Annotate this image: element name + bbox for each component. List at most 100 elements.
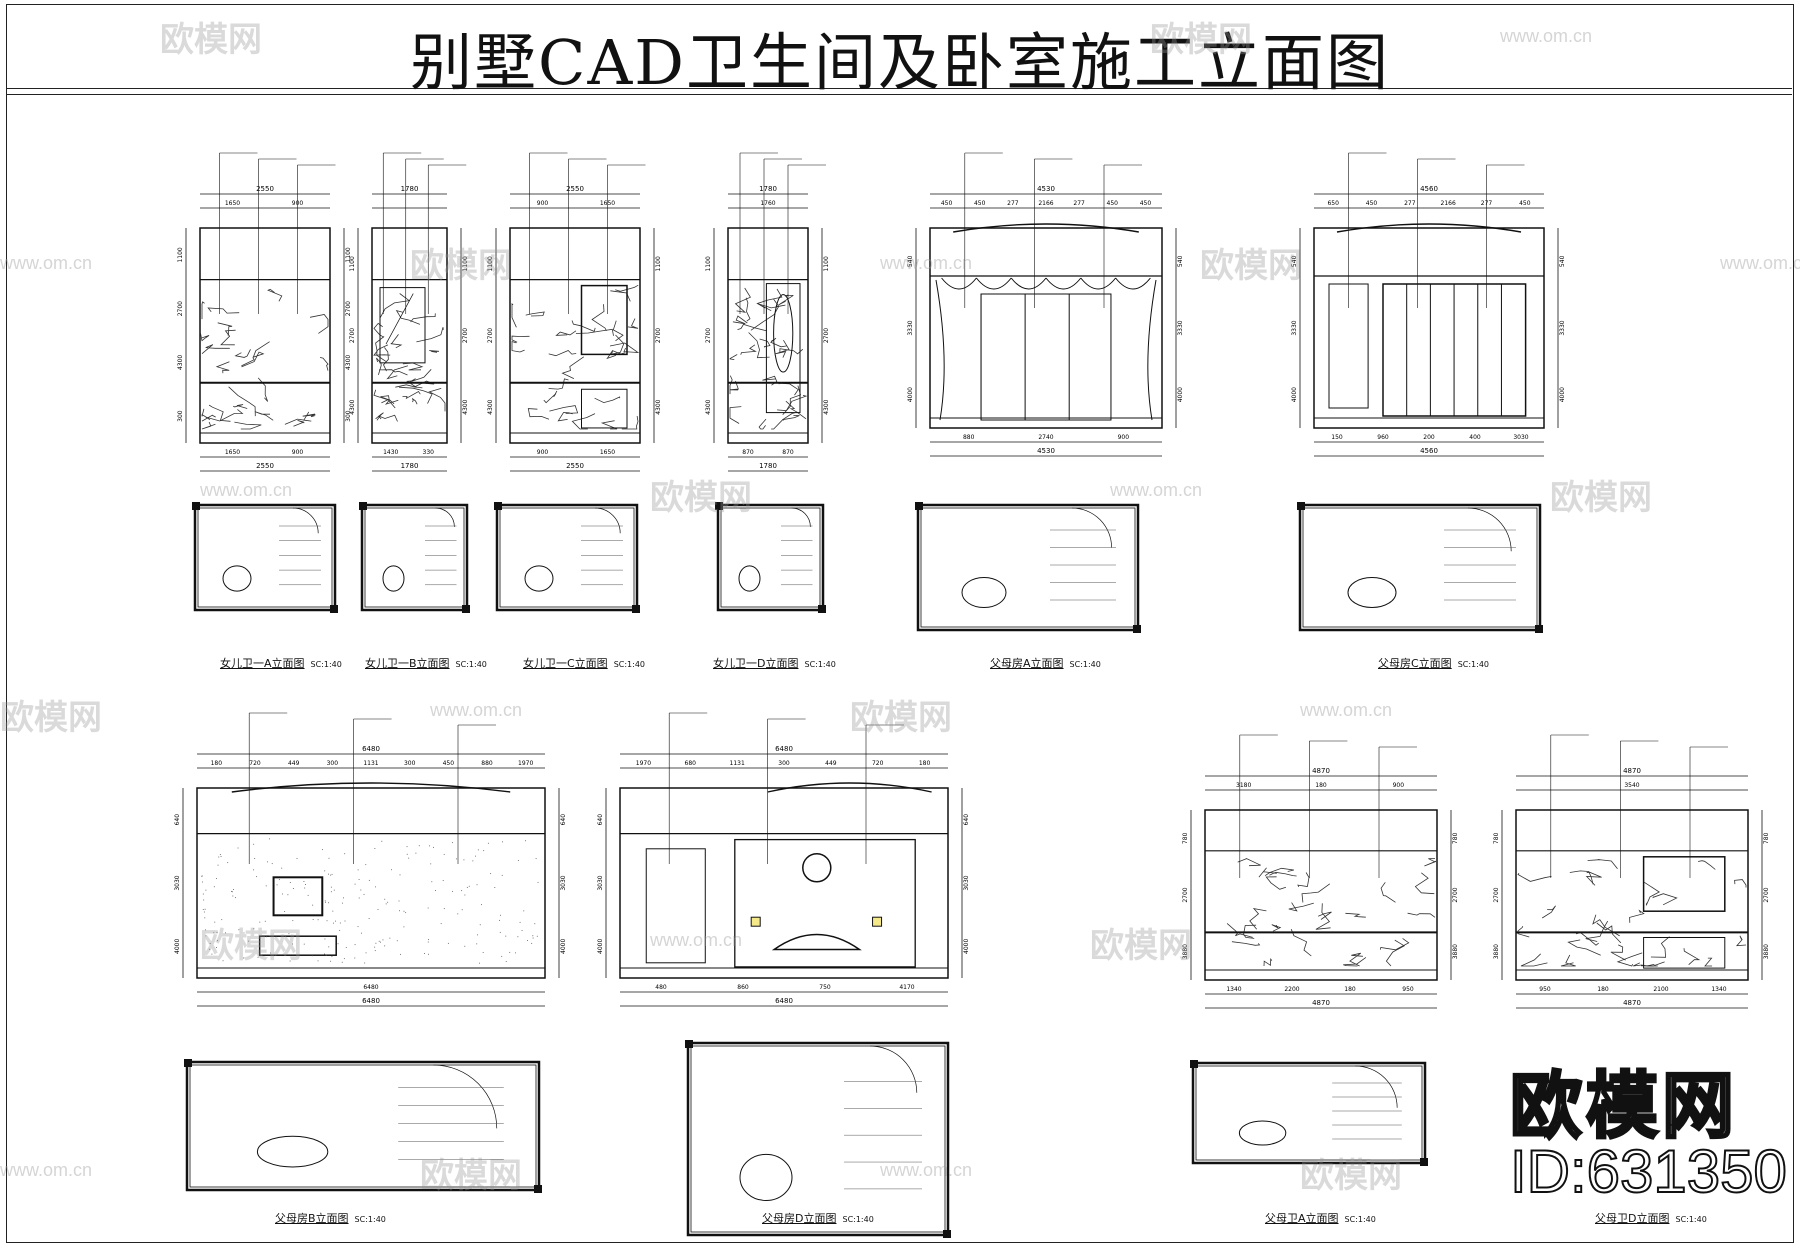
wall-texture xyxy=(343,958,345,960)
marble-vein xyxy=(383,347,389,372)
wall-texture xyxy=(377,908,379,910)
marble-vein xyxy=(1301,883,1331,903)
wall-texture xyxy=(440,923,442,925)
marble-vein xyxy=(257,377,269,402)
marble-vein xyxy=(416,327,444,343)
marble-vein xyxy=(1520,953,1548,967)
dimension-text: 180 xyxy=(919,760,931,767)
fixture xyxy=(961,577,1007,608)
dimension-text: 300 xyxy=(327,760,339,767)
wall-texture xyxy=(452,890,454,892)
wall-texture xyxy=(304,883,306,885)
wall-texture xyxy=(339,922,341,924)
logo-id-text: ID:631350 xyxy=(1509,1137,1788,1206)
wall-texture xyxy=(487,842,489,844)
wall-texture xyxy=(243,957,245,959)
wall-texture xyxy=(328,902,330,904)
marble-vein xyxy=(410,313,436,323)
wall-texture xyxy=(374,950,376,952)
marble-vein xyxy=(748,332,770,359)
fixture xyxy=(1238,1120,1287,1146)
plan-wall xyxy=(185,1060,541,1192)
marble-vein xyxy=(1243,924,1257,939)
wall-texture xyxy=(211,953,213,955)
wall-texture xyxy=(234,897,236,899)
marble-vein xyxy=(1587,859,1618,870)
wall-texture xyxy=(335,920,337,922)
wall-texture xyxy=(324,900,326,902)
marble-vein xyxy=(621,415,639,430)
wall-texture xyxy=(264,920,266,922)
plan-column xyxy=(818,605,826,613)
dimension-text: 1100 xyxy=(487,256,494,271)
wall-texture xyxy=(253,843,255,845)
marble-vein xyxy=(293,420,305,427)
dimension-text: 2700 xyxy=(823,328,830,343)
marble-vein xyxy=(1734,879,1747,888)
fixture xyxy=(1347,577,1397,608)
wall-texture xyxy=(381,840,383,842)
marble-vein xyxy=(511,335,530,343)
floor-plan xyxy=(685,1040,951,1238)
wall-texture xyxy=(222,960,224,962)
wall-texture xyxy=(202,893,204,895)
wall-texture xyxy=(461,909,463,911)
marble-vein xyxy=(1288,902,1314,912)
plan-wall-inner xyxy=(690,1045,946,1233)
dimension-text: 180 xyxy=(211,760,223,767)
wall-texture xyxy=(501,841,503,843)
wall-texture xyxy=(221,919,223,921)
drawing-scale: SC:1:40 xyxy=(1069,660,1101,669)
elevation-outline xyxy=(1204,809,1438,981)
watermark-brand: 欧模网 xyxy=(420,1157,522,1195)
dimension-text: 860 xyxy=(737,984,749,991)
wall-texture xyxy=(270,952,272,954)
plan-column xyxy=(685,1040,693,1048)
marble-vein xyxy=(1640,961,1665,967)
dimension-text: 1760 xyxy=(760,200,775,207)
drawing-scale: SC:1:40 xyxy=(842,1215,874,1224)
marble-vein xyxy=(777,395,808,412)
dimension-text: 450 xyxy=(974,200,986,207)
watermark-url: www.om.cn xyxy=(650,930,743,950)
dimension-text: 449 xyxy=(825,760,837,767)
dimension-text: 4870 xyxy=(1312,999,1330,1007)
marble-vein xyxy=(729,380,739,391)
dimension-text: 2550 xyxy=(566,462,584,470)
marble-vein xyxy=(284,411,312,425)
plan-column xyxy=(534,1185,542,1193)
watermark-url: www.om.cn xyxy=(880,253,973,273)
marble-vein xyxy=(1263,958,1273,967)
wall-texture xyxy=(490,873,492,875)
marble-vein xyxy=(525,311,545,317)
marble-vein xyxy=(757,303,786,309)
plan-column xyxy=(943,1230,951,1238)
wall-texture xyxy=(363,893,365,895)
ceiling-cove xyxy=(1336,223,1522,233)
drawing-scale: SC:1:40 xyxy=(354,1215,386,1224)
marble-vein xyxy=(373,344,391,356)
bed-headboard xyxy=(771,933,862,951)
dimension-text: 650 xyxy=(1327,200,1339,207)
marble-vein xyxy=(201,301,205,320)
sheet-outer-border xyxy=(6,4,1794,1243)
dimension-text: 4300 xyxy=(177,355,184,370)
marble-vein xyxy=(549,405,579,414)
plan-wall xyxy=(916,503,1140,632)
watermark-brand: 欧模网 xyxy=(850,699,952,737)
marble-vein xyxy=(543,390,558,404)
ceiling-cove xyxy=(953,223,1139,233)
wall-texture xyxy=(205,929,207,931)
wall-texture xyxy=(325,954,327,956)
dimension-text: 1650 xyxy=(225,449,240,456)
wall-texture xyxy=(330,891,332,893)
door xyxy=(645,848,706,964)
wall-texture xyxy=(238,929,240,931)
wall-texture xyxy=(281,867,283,869)
door-swing xyxy=(435,507,455,527)
